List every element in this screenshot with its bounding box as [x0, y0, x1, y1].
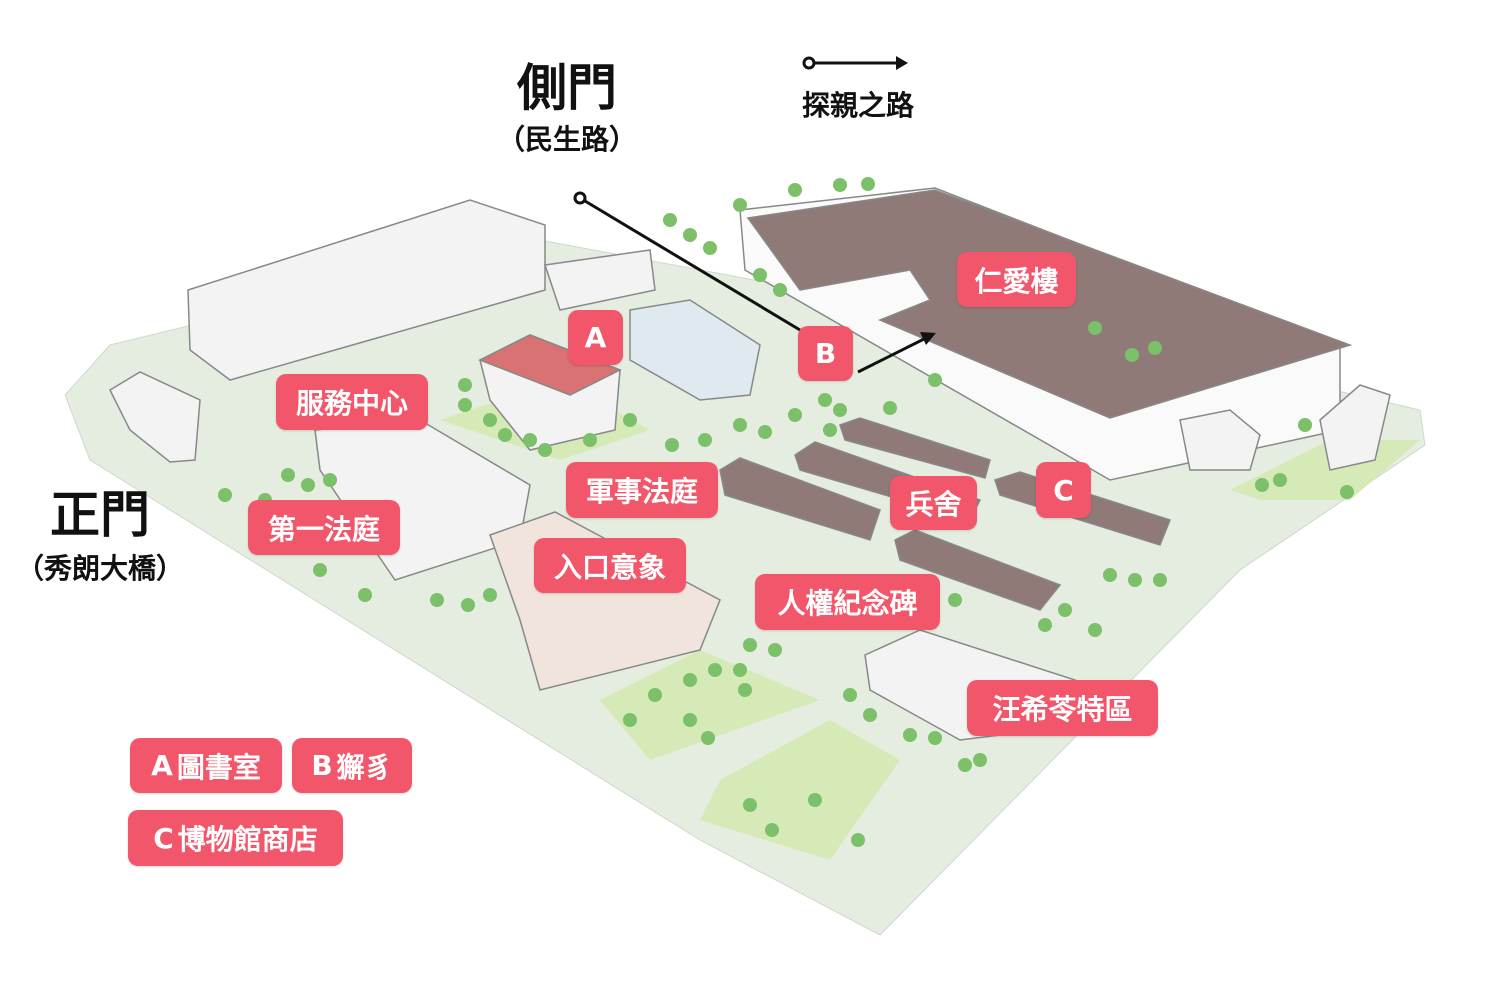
marker-a-library[interactable]: A [568, 310, 623, 365]
lawn [600, 650, 820, 760]
building-a-roof [478, 334, 622, 396]
marker-first-court[interactable]: 第一法庭 [248, 500, 400, 555]
barracks-3 [839, 417, 991, 479]
marker-renai-building[interactable]: 仁愛樓 [957, 252, 1076, 307]
legend-name: 獬豸 [336, 750, 393, 784]
barracks-4 [894, 529, 1062, 611]
legend-letter: C [153, 821, 174, 855]
building-blue [629, 299, 761, 401]
side-gate-road: （民生路） [496, 123, 638, 156]
building-gatehouse [109, 371, 201, 463]
lawn [700, 720, 900, 860]
building-east [1179, 409, 1261, 471]
route-arrowhead-icon [920, 332, 936, 345]
route-start-icon [573, 191, 587, 205]
barracks-1 [719, 457, 881, 541]
marker-human-rights-monument[interactable]: 人權紀念碑 [755, 574, 940, 630]
building-north [187, 199, 546, 381]
trees [218, 177, 1354, 847]
marker-c-museum-shop[interactable]: C [1036, 462, 1091, 518]
marker-service-center[interactable]: 服務中心 [276, 374, 428, 430]
legend-letter: B [311, 749, 333, 782]
marker-barracks[interactable]: 兵舍 [890, 476, 977, 530]
legend-letter: A [151, 749, 173, 782]
building-far-east [1319, 384, 1391, 471]
route-legend-arrow-icon [802, 56, 908, 70]
side-gate-title: 側門 [517, 59, 617, 117]
legend-name: 圖書室 [176, 750, 261, 784]
legend-name: 博物館商店 [177, 823, 318, 856]
marker-b-xiezhi[interactable]: B [798, 326, 853, 381]
main-gate-title: 正門 [50, 486, 150, 544]
route-legend-label: 探親之路 [801, 89, 915, 122]
marker-military-court[interactable]: 軍事法庭 [566, 462, 718, 518]
visiting-route [573, 191, 936, 374]
main-gate-road: （秀朗大橋） [15, 552, 185, 585]
building-library [544, 249, 656, 311]
marker-wang-xiling-zone[interactable]: 汪希苓特區 [967, 680, 1158, 736]
marker-entrance-image[interactable]: 入口意象 [534, 538, 686, 593]
